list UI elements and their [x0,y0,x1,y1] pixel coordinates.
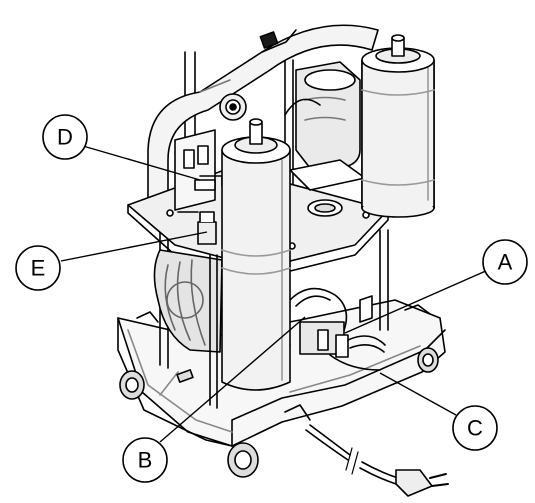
power-plug [395,469,449,497]
carry-handle [147,24,379,213]
callout-c: C [452,405,498,451]
callout-b: B [122,437,168,483]
callout-a-circle [482,239,528,285]
compressor-housing [153,249,223,353]
leader-line-e [60,231,208,262]
right-sieve-tank [361,34,435,218]
leader-lines [60,145,489,443]
callout-c-label: C [467,416,483,441]
leader-line-a [344,269,489,334]
callout-c-circle [452,405,498,451]
circuit-board [174,129,223,211]
callout-e-label: E [31,256,46,281]
front-sieve-tank [221,118,291,391]
callout-e: E [15,245,61,291]
rear-compressor [284,61,361,169]
callout-e-circle [15,245,61,291]
power-cord [305,424,399,485]
leader-line-d [82,145,201,181]
callout-a-label: A [498,250,513,275]
caster-wheels [119,347,439,478]
valve-block [177,211,217,245]
leader-line-b [159,316,306,443]
control-knob [219,93,247,121]
callout-d: D [42,114,88,160]
callout-a: A [482,239,528,285]
callout-d-label: D [57,125,73,150]
callout-b-label: B [138,448,153,473]
front-frame [136,254,431,421]
lower-piping [261,287,386,381]
leader-line-c [379,372,457,416]
callout-b-circle [122,437,168,483]
callout-d-circle [42,114,88,160]
